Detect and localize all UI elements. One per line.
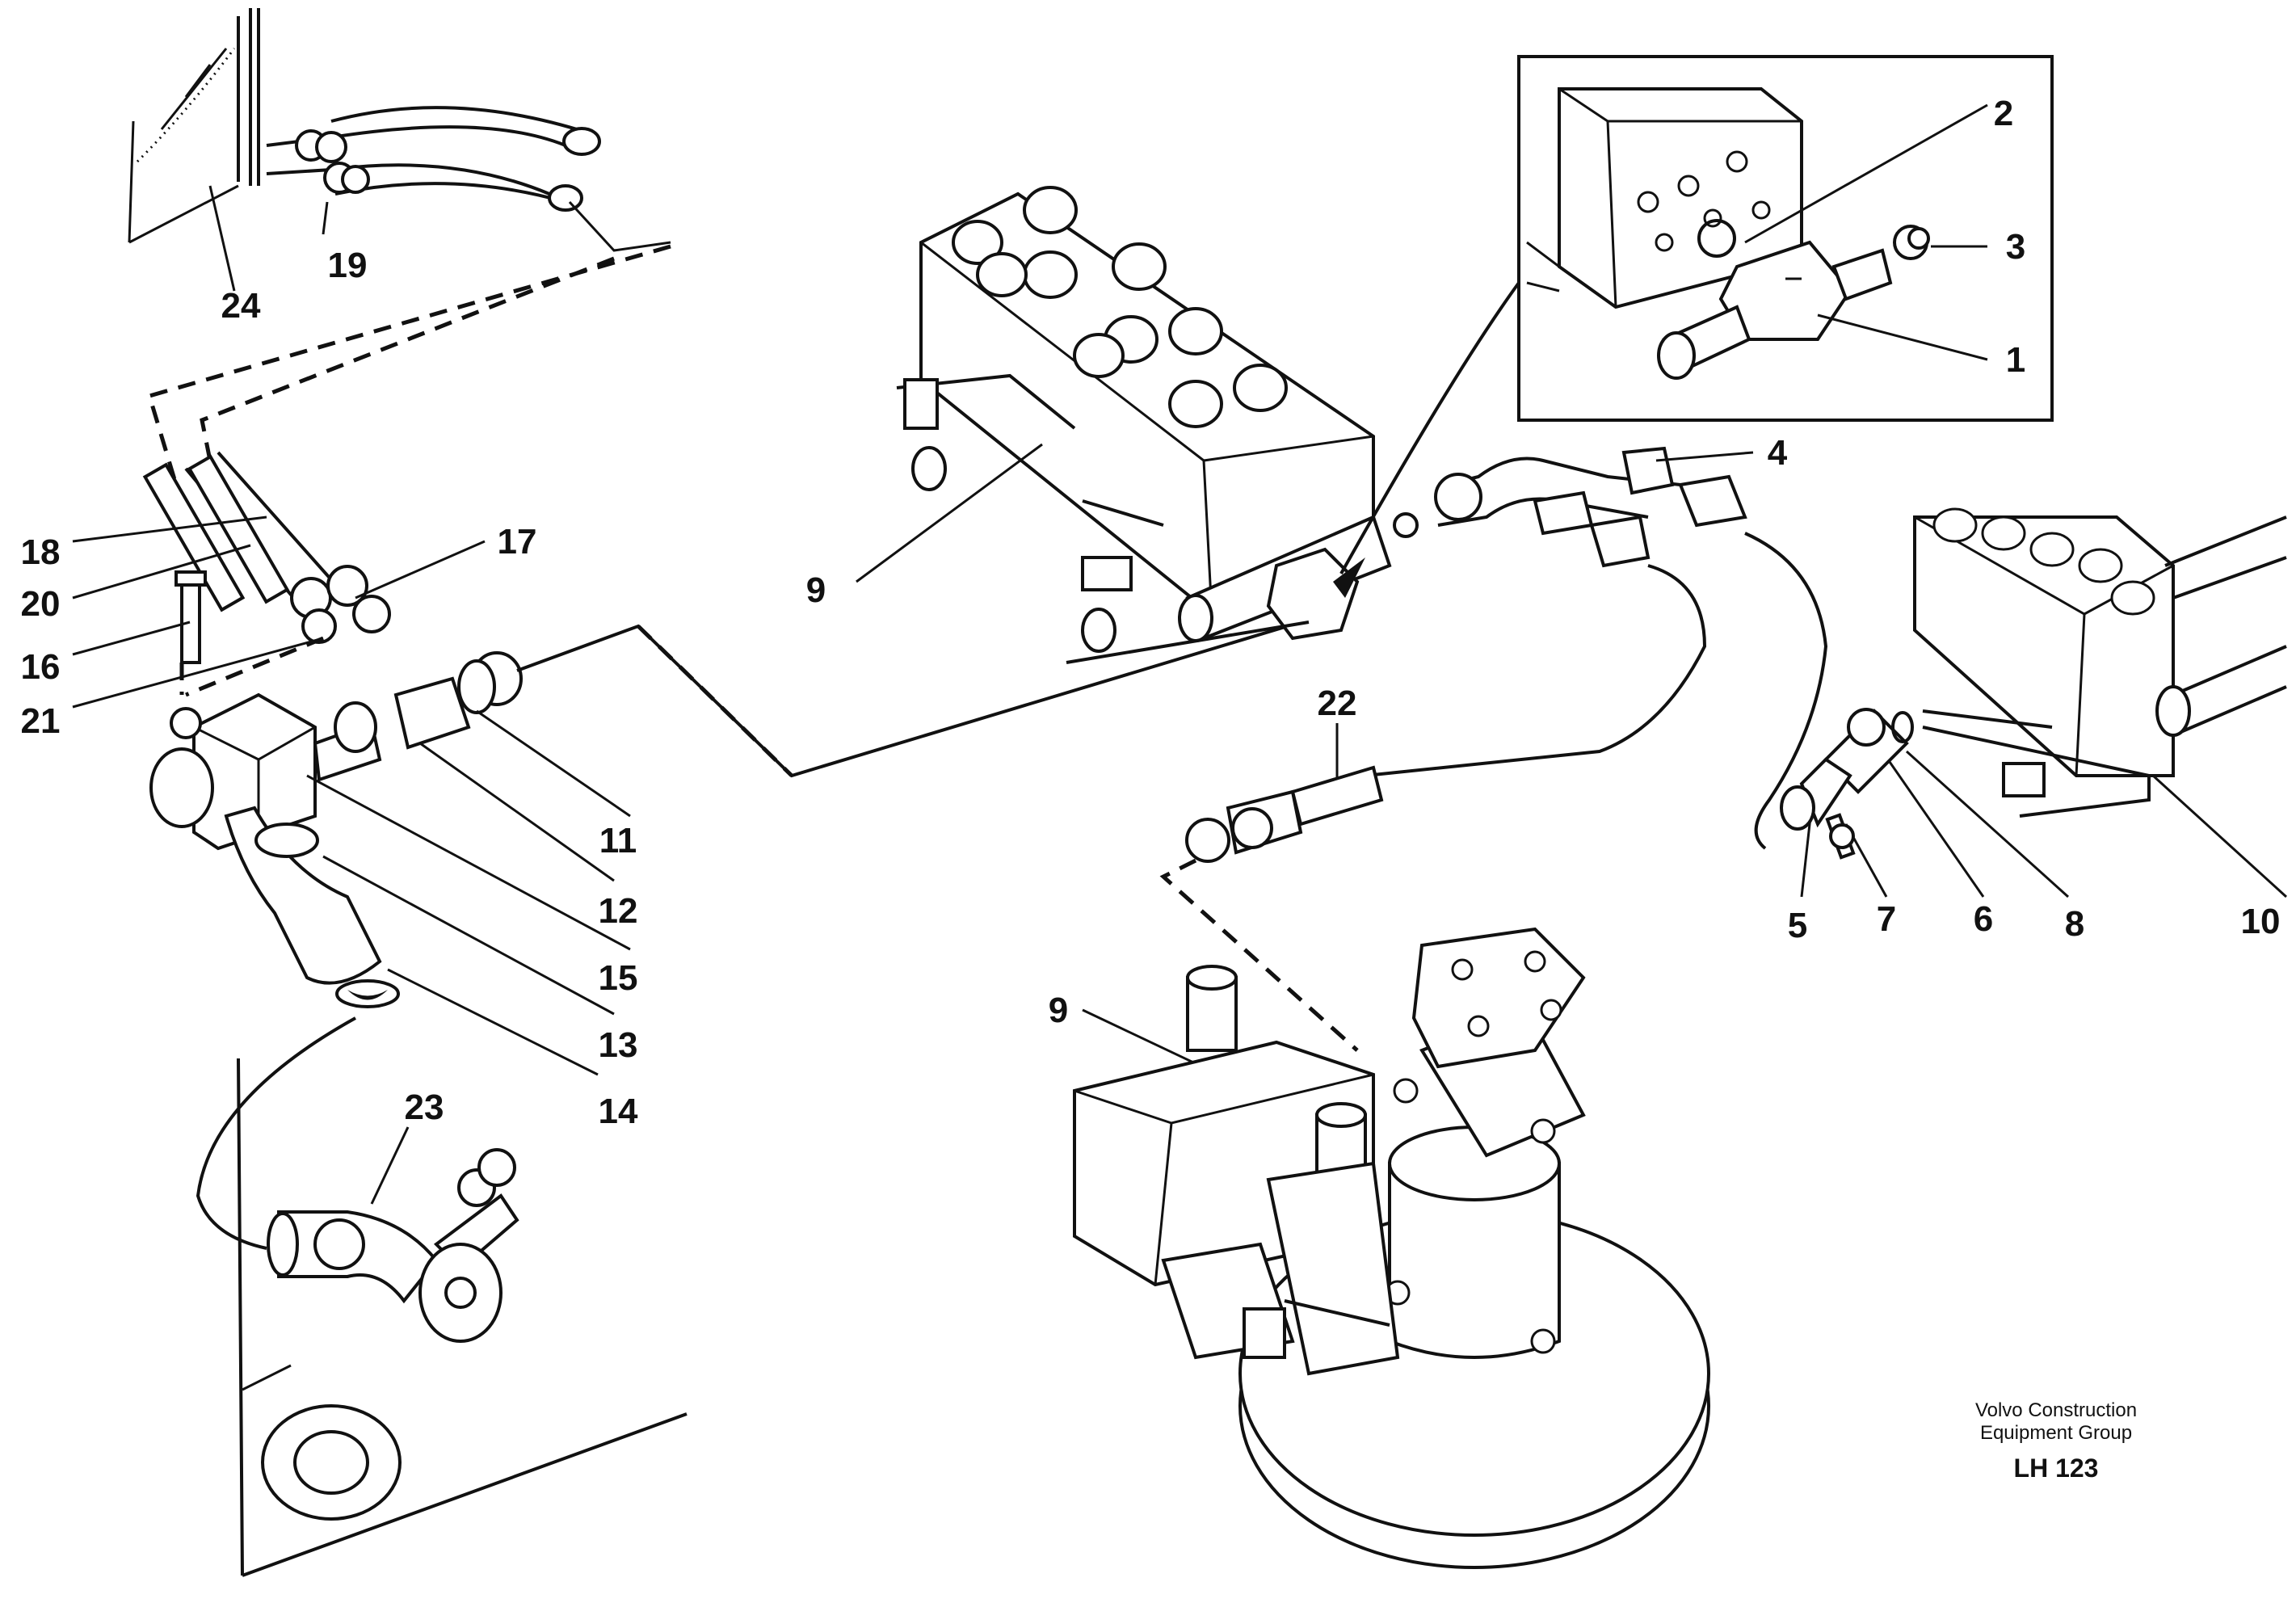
label-7: 7 [1877, 899, 1896, 939]
fitting-23 [237, 1058, 688, 1577]
bolt-16 [175, 570, 207, 664]
label-11: 11 [599, 821, 637, 860]
main-control-valve-9 [896, 186, 1520, 664]
label-16: 16 [21, 647, 61, 687]
right-valve-block-10 [1780, 507, 2287, 860]
label-10: 10 [2241, 902, 2281, 941]
label-23: 23 [405, 1088, 444, 1127]
label-1: 1 [2006, 340, 2025, 380]
label-9-upper: 9 [806, 570, 826, 610]
label-4: 4 [1768, 433, 1788, 473]
caption-line-1: Volvo Construction [1975, 1399, 2137, 1421]
label-3: 3 [2006, 227, 2025, 267]
label-2: 2 [1994, 94, 2013, 133]
detail-inset [1517, 55, 2054, 422]
label-14: 14 [599, 1092, 638, 1131]
label-5: 5 [1788, 906, 1807, 945]
label-6: 6 [1974, 899, 1993, 939]
cab-wall-drawing [128, 8, 671, 252]
valve-block-15 [149, 692, 317, 851]
publisher-caption: Volvo Construction Equipment Group LH 12… [1975, 1399, 2137, 1483]
part-labels: 2 3 1 4 9 24 19 18 20 16 21 17 11 12 15 … [21, 94, 2281, 1131]
label-17: 17 [498, 522, 537, 562]
label-22: 22 [1318, 684, 1357, 723]
label-21: 21 [21, 701, 61, 741]
hose-connectors-11-12 [313, 608, 1342, 782]
leader-lines [72, 103, 2288, 1205]
label-24: 24 [221, 286, 261, 326]
reference-code: LH 123 [2014, 1454, 2099, 1483]
caption-line-2: Equipment Group [1980, 1422, 2132, 1444]
label-18: 18 [21, 532, 61, 572]
label-15: 15 [599, 958, 638, 998]
left-hose-routing [142, 244, 671, 697]
label-9-lower: 9 [1049, 991, 1068, 1030]
swing-motor-assembly [1073, 927, 1710, 1569]
label-19: 19 [328, 246, 368, 285]
label-12: 12 [599, 891, 638, 931]
elbow-13-14 [196, 806, 400, 1250]
label-20: 20 [21, 584, 61, 624]
hoses-4 [1365, 446, 1828, 850]
label-13: 13 [599, 1025, 638, 1065]
hose-22 [1159, 765, 1384, 1052]
label-8: 8 [2065, 904, 2084, 944]
